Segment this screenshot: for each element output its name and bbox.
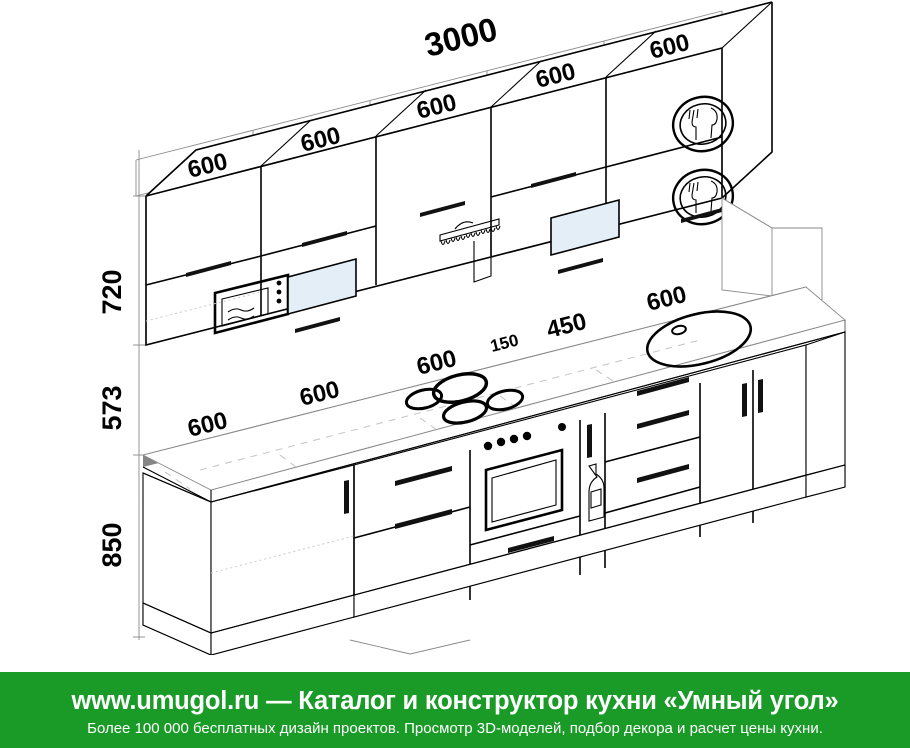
banner-site-url[interactable]: www.umugol.ru <box>71 686 260 715</box>
banner-subtitle: Более 100 000 бесплатных дизайн проектов… <box>87 719 823 737</box>
dim-bot-150: 150 <box>488 331 520 356</box>
banner-dash: — <box>266 686 292 715</box>
upper-cabinet-glass-right[interactable] <box>490 166 620 274</box>
dim-bot-4: 600 <box>644 281 689 317</box>
dim-height-720: 720 <box>97 269 127 314</box>
plinth-toe-kick <box>142 464 846 655</box>
upper-cabinet-hood[interactable] <box>420 201 501 283</box>
four-burner-cooktop[interactable] <box>404 369 525 427</box>
site-promo-banner[interactable]: www.umugol.ru — Каталог и конструктор ку… <box>0 672 910 748</box>
upper-cabinet-run <box>145 1 773 347</box>
upper-cabinet-top-dividers <box>260 30 657 167</box>
countertop <box>141 286 846 503</box>
banner-title-rest: Каталог и конструктор кухни «Умный угол» <box>298 686 839 715</box>
base-cabinet-oven[interactable] <box>469 420 581 575</box>
kitchen-isometric-drawing: .ln { stroke:#000; stroke-width:1.6; fil… <box>97 1 846 655</box>
range-hood-icon <box>439 218 501 246</box>
banner-pointer-arrow <box>349 639 471 655</box>
base-cabinet-drawers-left[interactable] <box>353 450 471 600</box>
round-sink-bowl[interactable] <box>642 302 757 376</box>
plate-fork-knife-icon <box>671 95 735 153</box>
upper-cabinet-glass-left[interactable] <box>260 225 377 333</box>
dim-height-850: 850 <box>97 522 127 567</box>
dim-height-573: 573 <box>97 385 127 430</box>
right-side-panel <box>721 197 823 301</box>
plate-fork-knife-icon-2 <box>671 168 735 226</box>
upper-cabinet-dish-rack[interactable] <box>605 91 739 231</box>
base-cabinet-door-left[interactable] <box>210 465 355 617</box>
dim-bot-450: 450 <box>544 308 589 344</box>
dim-top-3000: 3000 <box>421 10 501 64</box>
bottle-icon <box>588 463 605 522</box>
base-cabinet-run <box>142 331 846 655</box>
banner-title: www.umugol.ru — Каталог и конструктор ку… <box>71 686 839 715</box>
built-in-oven <box>483 423 566 553</box>
